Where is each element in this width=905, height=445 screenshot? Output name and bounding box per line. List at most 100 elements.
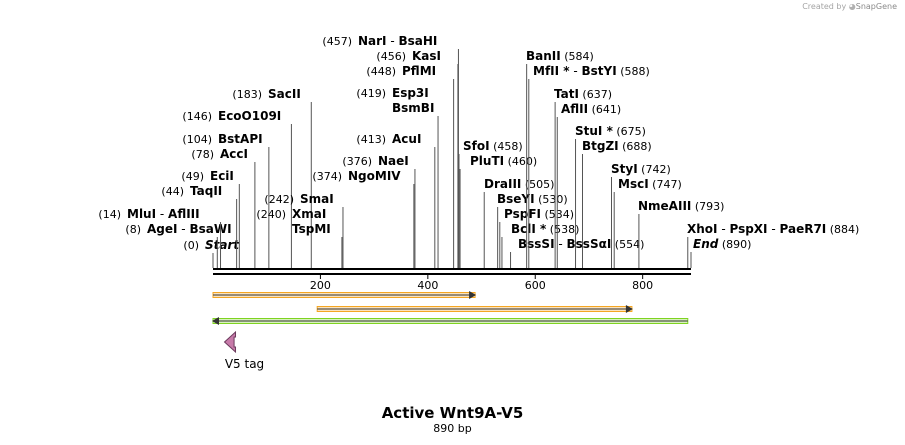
enzyme-position: (742) <box>638 163 671 176</box>
enzyme-site: TaqII(44) <box>161 184 238 268</box>
ruler-tick-label: 800 <box>632 279 653 292</box>
enzyme-position: (890) <box>718 238 751 251</box>
enzyme-position: (675) <box>613 125 646 138</box>
enzyme-site: StyI (742) <box>611 162 671 268</box>
enzyme-name: EcoO109I <box>218 109 281 123</box>
enzyme-position: (413) <box>356 133 386 146</box>
enzyme-name: StyI <box>611 162 638 176</box>
enzyme-name: TspMI <box>292 222 331 236</box>
feature-arrowhead <box>212 317 219 325</box>
enzyme-name: SfoI <box>463 139 490 153</box>
enzyme-name: Esp3I <box>392 86 429 100</box>
enzyme-name: MscI <box>618 177 649 191</box>
enzyme-position: (747) <box>649 178 682 191</box>
enzyme-name: NgoMIV <box>348 169 401 183</box>
feature-orf-2 <box>316 305 633 313</box>
enzyme-separator: - <box>718 222 730 236</box>
v5-tag-feature: V5 tag <box>223 330 264 371</box>
enzyme-name: StuI * <box>575 124 614 138</box>
enzyme-position: (78) <box>191 148 214 161</box>
ruler-tick-label: 200 <box>310 279 331 292</box>
enzyme-name: NmeAIII <box>638 199 691 213</box>
enzyme-site: MluI - AflIII (14) <box>98 207 222 268</box>
enzyme-position: (376) <box>342 155 372 168</box>
enzyme-site: SacII(183) <box>232 87 312 268</box>
enzyme-position: (0) <box>183 239 199 252</box>
enzyme-position: (49) <box>181 170 204 183</box>
enzyme-separator: - <box>156 207 168 221</box>
enzyme-site: PflMI(448) <box>366 64 455 268</box>
enzyme-name: SacII <box>268 87 301 101</box>
enzyme-label: NaeI <box>378 154 409 168</box>
enzyme-label: AccI <box>220 147 248 161</box>
enzyme-label: MluI - AflIII <box>127 207 200 221</box>
enzyme-position: (505) <box>521 178 554 191</box>
enzyme-position: (419) <box>356 87 386 100</box>
enzyme-site: Start (0) <box>183 238 240 268</box>
enzyme-label: NarI - BsaHI <box>358 34 437 48</box>
enzyme-site: MscI (747) <box>613 177 682 268</box>
enzyme-name: NarI <box>358 34 387 48</box>
enzyme-name: PaeR7I <box>780 222 827 236</box>
enzyme-site: BseYI (530) <box>497 192 568 268</box>
enzyme-position: (242) <box>264 193 294 206</box>
enzyme-name: BssSαI <box>567 237 612 251</box>
enzyme-position: (538) <box>546 223 579 236</box>
enzyme-position: (637) <box>579 88 612 101</box>
enzyme-separator: - <box>570 64 582 78</box>
enzyme-name: BseYI <box>497 192 535 206</box>
enzyme-position: (14) <box>98 208 121 221</box>
enzyme-site: BclI * (538) <box>501 222 579 268</box>
feature-arrowhead <box>625 305 633 313</box>
enzyme-site: AcuI (413) <box>356 132 436 268</box>
enzyme-label: BseYI (530) <box>497 192 568 206</box>
enzyme-name: PluTI <box>470 154 504 168</box>
enzyme-label: EciI <box>210 169 234 183</box>
enzyme-name: MfII * <box>533 64 570 78</box>
enzyme-position: (793) <box>691 200 724 213</box>
credit-brand: SnapGene <box>855 2 897 11</box>
enzyme-position: (457) <box>322 35 352 48</box>
ruler-tick-label: 400 <box>417 279 438 292</box>
enzyme-label: MscI (747) <box>618 177 682 191</box>
enzyme-site: NarI - BsaHI (457) <box>322 34 459 268</box>
enzyme-name: EciI <box>210 169 234 183</box>
map-title-block: Active Wnt9A-V5 890 bp <box>0 404 905 435</box>
enzyme-label: Start <box>205 238 240 252</box>
enzyme-site: XhoI - PspXI - PaeR7I (884) <box>687 222 859 268</box>
enzyme-label: PflMI <box>402 64 436 78</box>
enzyme-name: BanII <box>526 49 561 63</box>
enzyme-name: Start <box>205 238 240 252</box>
enzyme-name: DraIII <box>484 177 521 191</box>
enzyme-site: AgeI - BsaWI(8) <box>125 222 232 268</box>
enzyme-name: BtgZI <box>582 139 619 153</box>
enzyme-separator: - <box>768 222 780 236</box>
enzyme-label: NmeAIII (793) <box>638 199 724 213</box>
enzyme-label: StyI (742) <box>611 162 671 176</box>
enzyme-position: (884) <box>826 223 859 236</box>
enzyme-site: BstAPI(104) <box>182 132 270 268</box>
snapgene-logo-icon: ◕ <box>848 2 856 11</box>
enzyme-label: EcoO109I <box>218 109 281 123</box>
enzyme-site: AflII (641) <box>556 102 621 268</box>
v5-tag-arrow <box>223 330 237 354</box>
enzyme-label: End (890) <box>693 237 751 251</box>
enzyme-position: (240) <box>256 208 286 221</box>
enzyme-label: TaqII <box>190 184 222 198</box>
enzyme-label: NgoMIV <box>348 169 401 183</box>
enzyme-position: (530) <box>535 193 568 206</box>
enzyme-name: BssSI <box>518 237 555 251</box>
enzyme-name: XmaI <box>292 207 326 221</box>
enzyme-site: EcoO109I (146) <box>182 109 292 268</box>
enzyme-name: AcuI <box>392 132 421 146</box>
enzyme-label: SacII <box>268 87 301 101</box>
enzyme-label: BtgZI (688) <box>582 139 652 153</box>
enzyme-site: End (890) <box>690 237 751 268</box>
enzyme-position: (584) <box>561 50 594 63</box>
enzyme-label: XhoI - PspXI - PaeR7I (884) <box>687 222 859 236</box>
enzyme-position: (146) <box>182 110 212 123</box>
enzyme-label: MfII * - BstYI (588) <box>533 64 650 78</box>
enzyme-name: MluI <box>127 207 156 221</box>
